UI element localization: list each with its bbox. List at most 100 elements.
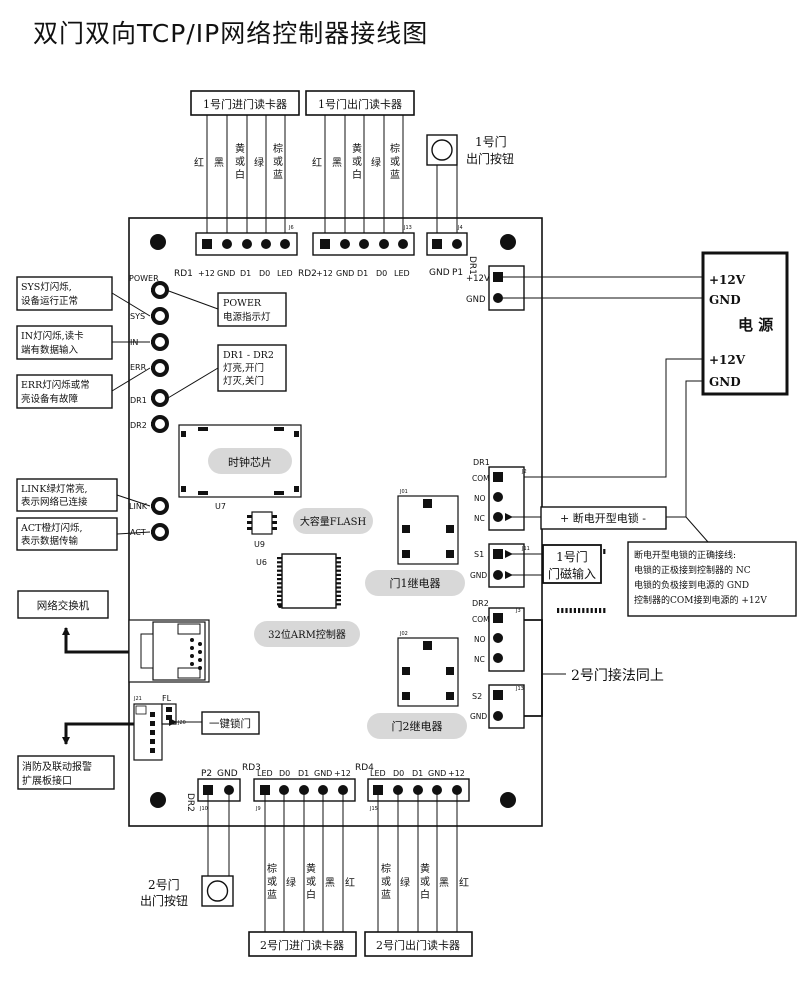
led-lens [155, 311, 165, 321]
rd4-label: RD4 [355, 763, 374, 773]
arm-pill [254, 621, 360, 647]
network-switch-box [17, 590, 109, 619]
wire-color-label: 绿 [254, 156, 264, 169]
wire-lock-to-gnd [666, 380, 703, 518]
lock-note [627, 541, 797, 617]
wire-color-label: 红 [345, 876, 355, 889]
wire-color-char: 棕 [273, 142, 283, 155]
wire-color-char: 绿 [254, 156, 264, 169]
wire-color-char: 黄 [352, 142, 362, 155]
wire-color-char: 黑 [325, 877, 335, 889]
j4-label: J4 [457, 225, 463, 231]
dr1-block-label: DR1 [473, 458, 490, 467]
pin-label: +12 [334, 769, 351, 778]
led-lens [155, 501, 165, 511]
dr2-block-label: DR2 [472, 599, 489, 608]
reader-2-in-label: 2号门进门读卡器 [260, 938, 344, 952]
callout-power [217, 292, 287, 327]
relay-2-label: 门2继电器 [392, 719, 443, 733]
relay-1-pill [365, 570, 465, 596]
wire-color-label: 棕或蓝 [390, 142, 400, 181]
led-dr1-label: DR1 [130, 396, 147, 405]
wire-color-char: 白 [352, 168, 362, 181]
led-sys-label: SYS [130, 312, 145, 321]
exit-button-2-label-1: 2号门 [148, 877, 180, 892]
pin-label: D0 [376, 269, 387, 278]
svg-text:J20: J20 [177, 720, 186, 726]
arm-chip [281, 553, 337, 609]
power-in-gnd: GND [466, 295, 486, 305]
callout-act-leader [116, 531, 151, 535]
wire-color-char: 蓝 [381, 889, 391, 901]
fire-label-2: 扩展板接口 [22, 774, 72, 787]
terminal [222, 239, 232, 249]
rd2-label: RD2 [298, 269, 317, 279]
wire-color-char: 蓝 [273, 169, 283, 181]
wire-color-char: 或 [306, 876, 316, 888]
wire-color-char: 黑 [214, 157, 224, 169]
callout-err-line-1: ERR灯闪烁或常 [21, 379, 90, 391]
svg-text:J13: J13 [515, 686, 524, 692]
wire-color-label: 绿 [400, 876, 410, 889]
callout-power-leader [165, 289, 219, 310]
wire-color-char: 白 [420, 888, 430, 901]
svg-text:J11: J11 [521, 546, 530, 552]
callout-dr-line-2: 灯亮,开门 [223, 362, 264, 374]
led-link-label: LINK [129, 502, 148, 511]
svg-text:GND: GND [470, 712, 487, 721]
led-power-label: POWER [129, 274, 159, 283]
svg-text:GND: GND [470, 571, 487, 580]
wire-color-label: 红 [459, 876, 469, 889]
wire-color-label: 棕或蓝 [267, 862, 277, 901]
terminal-square [432, 239, 442, 249]
callout-sys-line-1: SYS灯闪烁, [21, 281, 72, 293]
pin-label: D1 [412, 769, 423, 778]
clock-chip-label: 时钟芯片 [228, 455, 272, 469]
svg-text:COM: COM [472, 615, 490, 624]
callout-dr-line-3: 灯灭,关门 [223, 375, 264, 387]
wire-color-label: 黄或白 [420, 862, 430, 901]
svg-text:NO: NO [474, 635, 486, 644]
j4-pin-gnd: GND [429, 268, 450, 278]
one-key-lock-label: 一键锁门 [209, 717, 251, 730]
terminal [452, 239, 462, 249]
wire-color-char: 或 [267, 876, 277, 888]
led-lens [155, 285, 165, 295]
svg-text:J9: J9 [255, 806, 261, 812]
pin-label: +12 [198, 269, 215, 278]
svg-text:NC: NC [474, 655, 485, 664]
wire-color-char: 黑 [439, 877, 449, 889]
one-key-lock-box [201, 711, 260, 735]
dr2-vertical-label: DR2 [185, 793, 195, 812]
exit-button-1-label-2: 出门按钮 [466, 151, 514, 166]
svg-text:NC: NC [474, 514, 485, 523]
wire-color-char: 白 [235, 168, 245, 181]
wire-color-label: 棕或蓝 [381, 862, 391, 901]
callout-link-leader [116, 494, 151, 507]
relay-1-label: 门1继电器 [390, 576, 441, 590]
wire-color-char: 红 [312, 156, 322, 169]
callout-dr [217, 344, 287, 392]
wire-color-label: 黄或白 [352, 142, 362, 181]
pin-label: +12 [448, 769, 465, 778]
callout-dr-line-1: DR1 - DR2 [223, 350, 274, 361]
terminal [242, 239, 252, 249]
j13-label: J13 [403, 225, 412, 231]
svg-text:J01: J01 [399, 489, 408, 495]
pin-label: D1 [240, 269, 251, 278]
callout-err-line-2: 亮设备有故障 [21, 393, 79, 405]
svg-text:COM: COM [472, 474, 490, 483]
reader-2-out-box [364, 931, 473, 957]
power-input-connector [488, 265, 525, 311]
callout-sys-leader [111, 292, 151, 317]
wire-color-char: 棕 [267, 862, 277, 875]
reader-1-in-label: 1号门进门读卡器 [203, 97, 287, 111]
svg-text:NO: NO [474, 494, 486, 503]
mount-hole [500, 792, 516, 808]
reader-2-in-box [248, 931, 357, 957]
svg-text:控制器的COM接到电源的 +12V: 控制器的COM接到电源的 +12V [634, 594, 767, 606]
u6-label: U6 [256, 558, 267, 567]
led-lens [155, 337, 165, 347]
j4-connector [426, 232, 468, 256]
s2-label: S2 [472, 692, 482, 701]
